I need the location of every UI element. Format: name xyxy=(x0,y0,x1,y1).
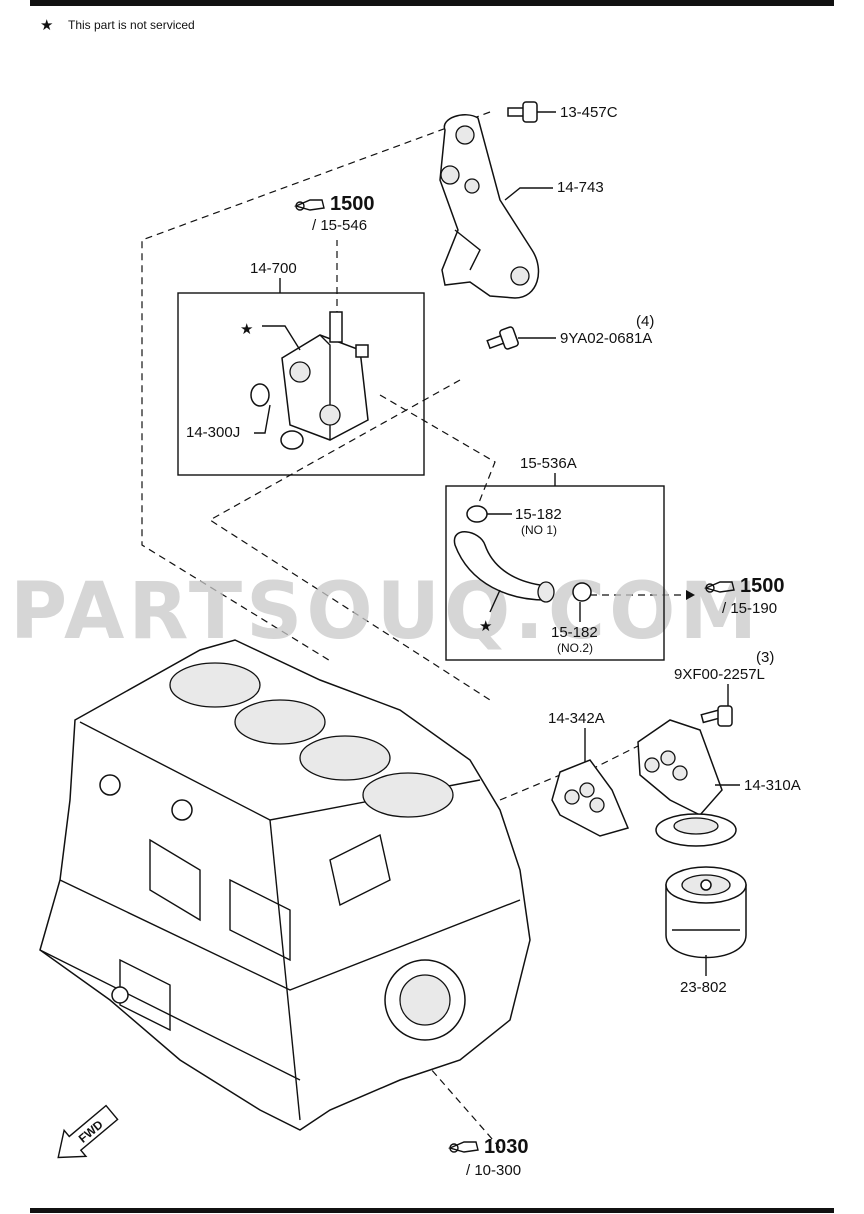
ref-sub-10-300: / 10-300 xyxy=(466,1162,521,1179)
label-15-182-b: 15-182 xyxy=(551,624,598,641)
label-9XF00-2257L: 9XF00-2257L xyxy=(674,666,765,683)
ref-num-1030: 1030 xyxy=(484,1136,529,1158)
note-text: This part is not serviced xyxy=(68,18,195,32)
label-14-700: 14-700 xyxy=(250,260,297,277)
box-15-536A xyxy=(445,485,665,661)
label-15-182-a: 15-182 xyxy=(515,506,562,523)
ref-num-1500: 1500 xyxy=(330,193,375,215)
gasket-14-300J[interactable] xyxy=(250,383,304,450)
filter-bracket-14-310A[interactable] xyxy=(637,719,737,847)
fwd-arrow-icon: FWD xyxy=(57,1104,119,1159)
label-14-743: 14-743 xyxy=(557,179,604,196)
label-14-300J: 14-300J xyxy=(186,424,240,441)
arrow-icon xyxy=(686,590,695,600)
label-14-342A: 14-342A xyxy=(548,710,605,727)
label-14-310A: 14-310A xyxy=(744,777,801,794)
oil-cooler-14-700[interactable] xyxy=(281,311,369,441)
label-15-182-a-sub: (NO 1) xyxy=(521,523,557,537)
label-23-802: 23-802 xyxy=(680,979,727,996)
ref-num-1500-b: 1500 xyxy=(740,575,785,597)
bottom-border xyxy=(30,1208,834,1213)
ref-sub-15-190: / 15-190 xyxy=(722,600,777,617)
clamp-15-182-no2[interactable] xyxy=(572,582,592,602)
bolt-9YA02-0681A[interactable] xyxy=(486,326,519,350)
gasket-14-342A[interactable] xyxy=(551,759,630,837)
ref-sub-15-546: / 15-546 xyxy=(312,217,367,234)
dashed-leaders xyxy=(141,111,695,1149)
bolt-9XF00-2257L[interactable] xyxy=(700,705,733,727)
label-15-536A: 15-536A xyxy=(520,455,577,472)
hose-15-536A[interactable] xyxy=(453,531,555,603)
oil-filter-23-802[interactable] xyxy=(665,866,747,959)
bracket-14-743[interactable] xyxy=(439,114,540,299)
star-icon: ★ xyxy=(479,618,492,635)
ref-1500-15-546[interactable]: 1500 / 15-546 xyxy=(293,193,375,234)
label-15-182-b-sub: (NO.2) xyxy=(557,641,593,655)
top-border xyxy=(30,0,834,6)
bolt-13-457C[interactable] xyxy=(507,101,538,123)
label-13-457C: 13-457C xyxy=(560,104,618,121)
box-14-700 xyxy=(177,292,425,476)
cylinder-block[interactable] xyxy=(39,639,531,1131)
label-9YA02-0681A: 9YA02-0681A xyxy=(560,330,652,347)
watermark: PARTSOUQ.COM xyxy=(10,567,761,657)
qty-9XF00: (3) xyxy=(756,649,774,666)
ref-1030-10-300[interactable]: 1030 / 10-300 xyxy=(447,1136,529,1179)
note-star-icon: ★ xyxy=(40,17,53,34)
ref-1500-15-190[interactable]: 1500 / 15-190 xyxy=(703,575,785,617)
clamp-15-182-no1[interactable] xyxy=(466,505,488,523)
star-icon: ★ xyxy=(240,321,253,338)
qty-9YA02: (4) xyxy=(636,313,654,330)
